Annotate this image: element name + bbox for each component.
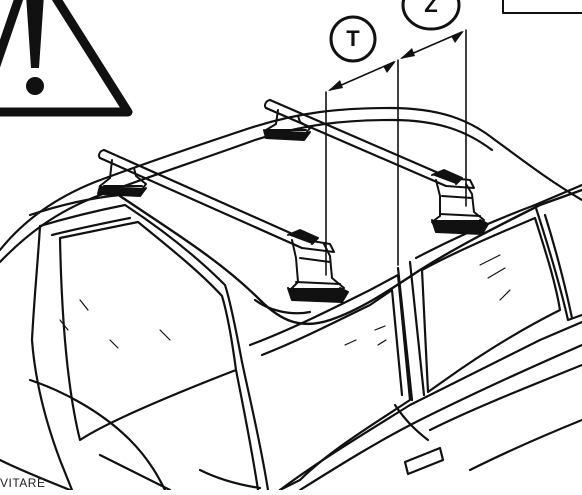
circle-z bbox=[401, 0, 461, 31]
dimension-label-t: T bbox=[346, 26, 360, 51]
front-crossbar bbox=[98, 148, 335, 253]
circle-t bbox=[329, 15, 377, 63]
warning-triangle-icon bbox=[0, 0, 133, 117]
car-roof-outline bbox=[0, 106, 582, 492]
dimension-label-z: Z bbox=[424, 0, 438, 17]
rack-foot-rear-left bbox=[263, 109, 311, 141]
rear-crossbar bbox=[264, 98, 475, 189]
dimension-arrows bbox=[328, 31, 464, 91]
rack-foot-rear-right bbox=[431, 169, 489, 235]
rack-foot-front-left bbox=[97, 159, 147, 197]
rack-foot-front-right bbox=[287, 229, 349, 303]
dimension-lines bbox=[325, 29, 467, 276]
caption-text: VITARE bbox=[0, 476, 46, 490]
frame-box-edge bbox=[502, 0, 582, 14]
